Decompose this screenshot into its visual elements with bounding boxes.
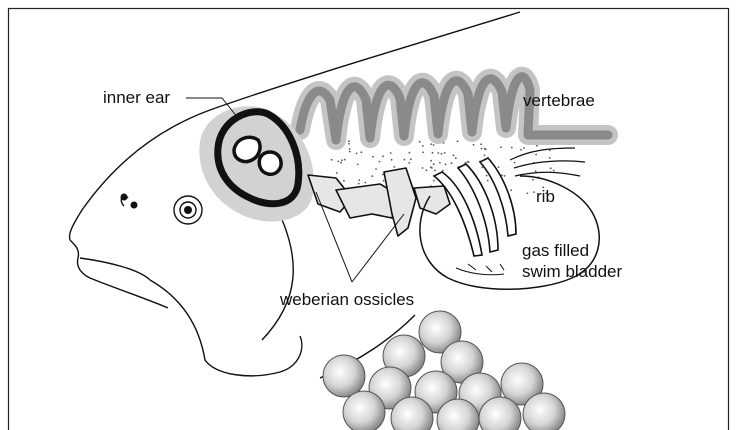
tissue-dot (549, 157, 551, 159)
tissue-dot (437, 152, 439, 154)
tissue-dot (430, 166, 432, 168)
tissue-dot (510, 189, 512, 191)
label-rib: rib (536, 187, 555, 206)
tissue-dot (336, 172, 338, 174)
tissue-dot (344, 159, 346, 161)
tissue-dot (444, 152, 446, 154)
tissue-dot (549, 150, 551, 152)
tissue-dot (358, 183, 360, 185)
tissue-dot (372, 156, 374, 158)
eggs (323, 311, 565, 430)
tissue-dot (433, 180, 435, 182)
snout-outline (70, 240, 168, 308)
label-weberian-ossicles: weberian ossicles (279, 290, 414, 309)
tissue-dot (439, 162, 441, 164)
tissue-dot (536, 145, 538, 147)
tissue-dot (433, 163, 435, 165)
tissue-dot (391, 159, 393, 161)
tissue-dot (419, 141, 421, 143)
tissue-dot (337, 161, 339, 163)
tissue-dot (430, 143, 432, 145)
tissue-dot (364, 182, 366, 184)
egg (323, 355, 365, 397)
tissue-dot (390, 152, 392, 154)
tissue-dot (408, 162, 410, 164)
tissue-dot (487, 180, 489, 182)
tissue-dot (481, 148, 483, 150)
tissue-dot (382, 174, 384, 176)
tissue-dot (371, 175, 373, 177)
tissue-dot (433, 144, 435, 146)
tissue-dot (451, 162, 453, 164)
tissue-dot (349, 148, 351, 150)
tissue-dot (404, 159, 406, 161)
tissue-dot (514, 162, 516, 164)
tissue-dot (393, 166, 395, 168)
tissue-dot (532, 179, 534, 181)
tissue-dot (422, 145, 424, 147)
tissue-dot (348, 140, 350, 142)
tissue-dot (455, 157, 457, 159)
tissue-dot (348, 143, 350, 145)
tissue-dot (379, 161, 381, 163)
label-vertebrae: vertebrae (523, 91, 595, 110)
tissue-dot (550, 167, 552, 169)
tissue-dot (473, 144, 475, 146)
tissue-dot (382, 155, 384, 157)
tissue-dot (356, 153, 358, 155)
tissue-dot (409, 152, 411, 154)
tissue-dot (445, 164, 447, 166)
tissue-dot (432, 152, 434, 154)
egg (523, 393, 565, 430)
tissue-dot (500, 146, 502, 148)
tissue-dot (480, 143, 482, 145)
tissue-dot (375, 168, 377, 170)
tissue-dot (485, 148, 487, 150)
tissue-dot (467, 161, 469, 163)
fish-eye (174, 196, 202, 224)
frame-border (9, 9, 729, 430)
tissue-dot (422, 151, 424, 153)
tissue-dot (511, 147, 513, 149)
tissue-dot (341, 159, 343, 161)
mouth-line (80, 258, 150, 280)
tissue-dot (504, 175, 506, 177)
rib-ends (510, 148, 585, 176)
tissue-dot (553, 170, 555, 172)
tissue-dot (535, 154, 537, 156)
tissue-dot (360, 151, 362, 153)
tissue-dot (358, 179, 360, 181)
tissue-dot (340, 162, 342, 164)
tissue-dot (349, 151, 351, 153)
tissue-dot (331, 159, 333, 161)
tissue-dot (498, 166, 500, 168)
tissue-dot (457, 140, 459, 142)
egg (343, 391, 385, 430)
tissue-dot (535, 170, 537, 172)
tissue-dot (520, 149, 522, 151)
tissue-dot (434, 170, 436, 172)
tissue-dot (533, 191, 535, 193)
tissue-dot (527, 192, 529, 194)
tissue-dot (343, 180, 345, 182)
tissue-dot (383, 180, 385, 182)
tissue-dot (486, 175, 488, 177)
tissue-dot (523, 147, 525, 149)
tissue-dot (422, 167, 424, 169)
tissue-dot (357, 164, 359, 166)
tissue-dot (484, 155, 486, 157)
tissue-dot (453, 154, 455, 156)
label-swim-bladder-line2: swim bladder (522, 262, 622, 281)
nostril-dots (121, 194, 138, 209)
tissue-dot (430, 160, 432, 162)
tissue-dot (410, 158, 412, 160)
gill-cover (262, 215, 293, 340)
label-swim-bladder-line1: gas filled (522, 241, 589, 260)
tissue-dot (426, 169, 428, 171)
label-inner-ear: inner ear (103, 88, 170, 107)
tissue-dot (441, 153, 443, 155)
